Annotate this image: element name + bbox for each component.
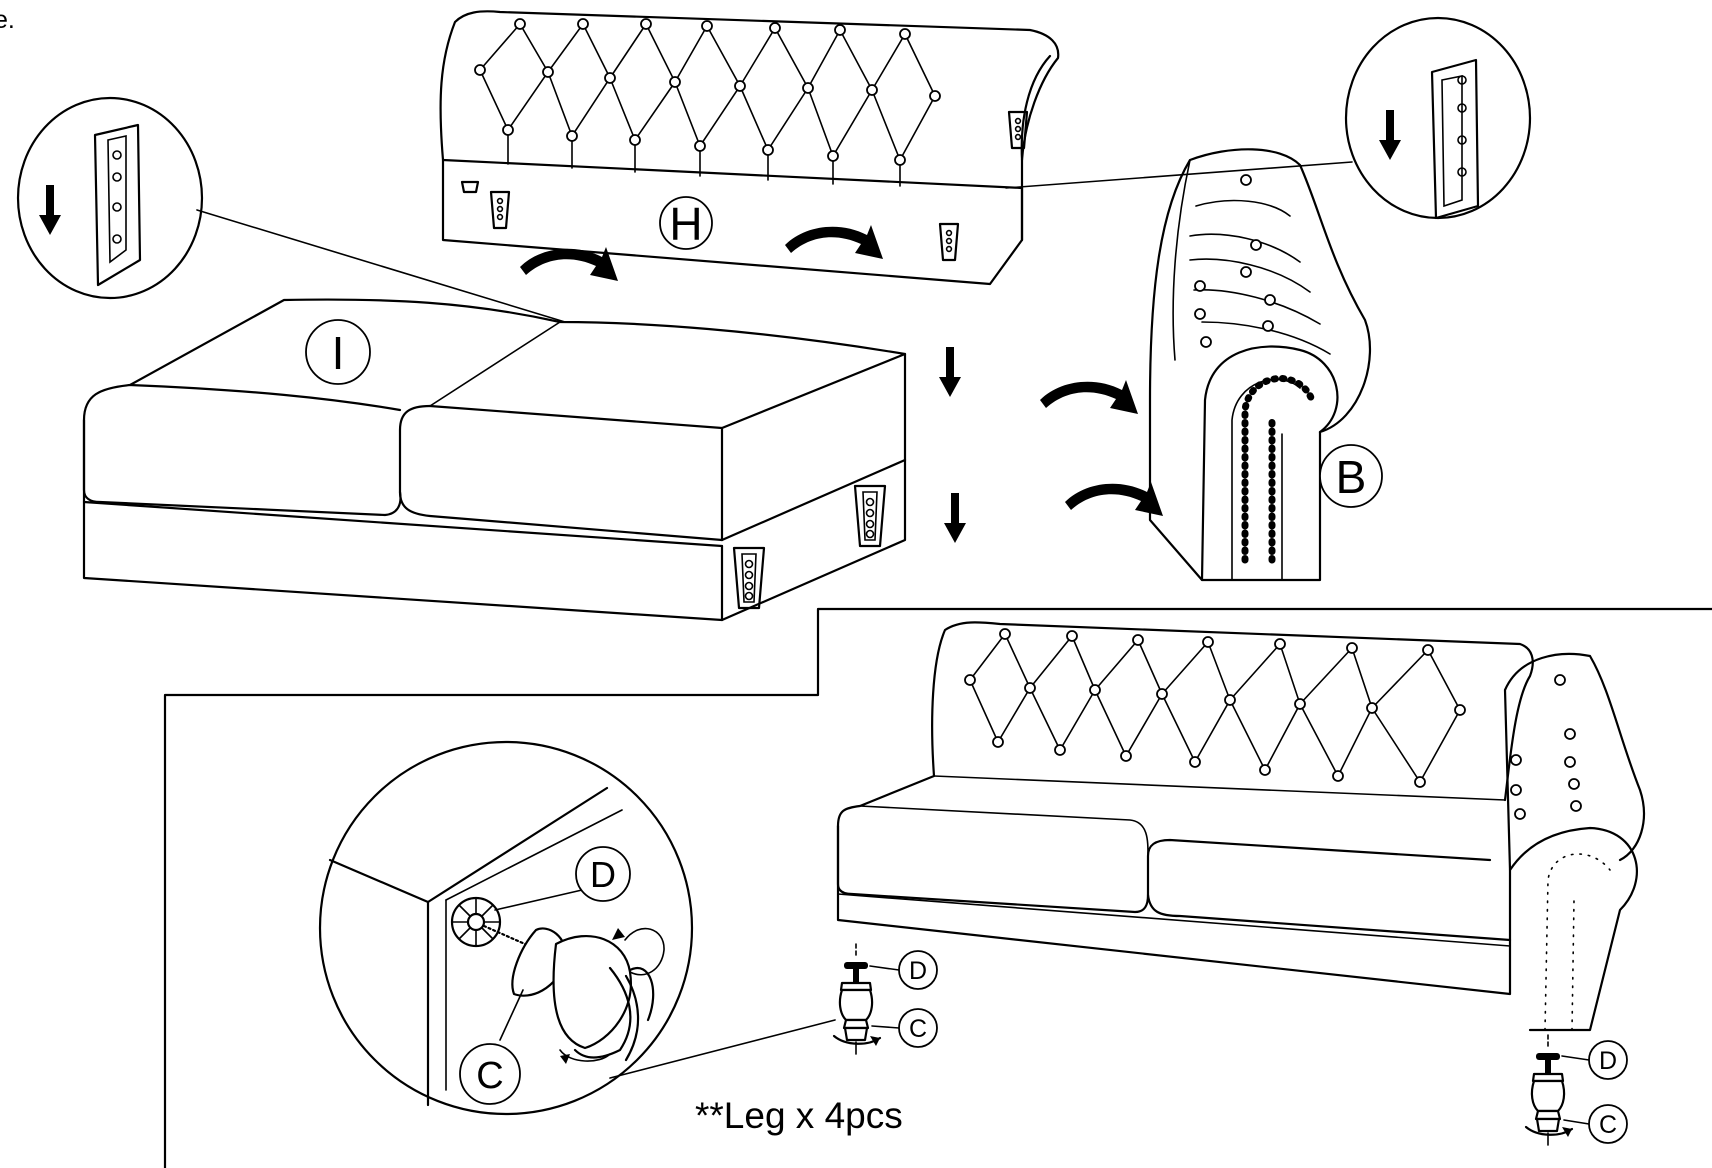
label-part-b: B [1336,451,1367,503]
curved-arrow-icon [785,225,883,259]
svg-text:C: C [909,1015,927,1043]
down-arrow-icon [939,347,961,397]
tufting-buttons-h [474,18,941,166]
callout-c-right: C [1563,1104,1628,1144]
armrest-part-b: B [1148,148,1383,582]
nailhead-trim [1241,375,1316,564]
leg-detail-circle: D C [318,740,836,1116]
callout-c-left: C [871,1008,938,1048]
down-arrow-icon [1379,110,1401,160]
seat-part-i: I [82,298,907,622]
callout-d-left: D [869,950,938,990]
label-part-h: H [669,198,702,250]
svg-text:D: D [1599,1047,1617,1075]
svg-text:C: C [1599,1111,1617,1139]
label-part-i: I [332,327,345,379]
label-hardware-c: C [476,1055,503,1097]
curved-arrow-icon [1040,380,1138,414]
bracket-icon [489,190,511,230]
down-arrow-icon [39,185,61,235]
bracket-icon [853,484,887,548]
label-hardware-d: D [590,854,616,895]
down-arrow-icon [944,493,966,543]
backrest-part-h: H [439,10,1060,286]
leg-count-note: **Leg x 4pcs [695,1095,903,1136]
bracket-icon [732,546,766,610]
t-nut-icon [450,896,502,948]
curved-arrow-icon [1065,482,1163,516]
bracket-icon [938,222,960,262]
svg-text:D: D [909,957,927,985]
corner-glyph: e. [0,6,15,34]
detail-bracket-left [16,96,566,323]
detail-bracket-right [1005,16,1532,220]
callout-d-right: D [1561,1040,1628,1080]
sofa-leg-icon [1524,1033,1574,1147]
lower-panel-frame [163,607,1712,1168]
assembled-sofa [836,621,1645,1032]
sofa-leg-icon [832,942,882,1056]
